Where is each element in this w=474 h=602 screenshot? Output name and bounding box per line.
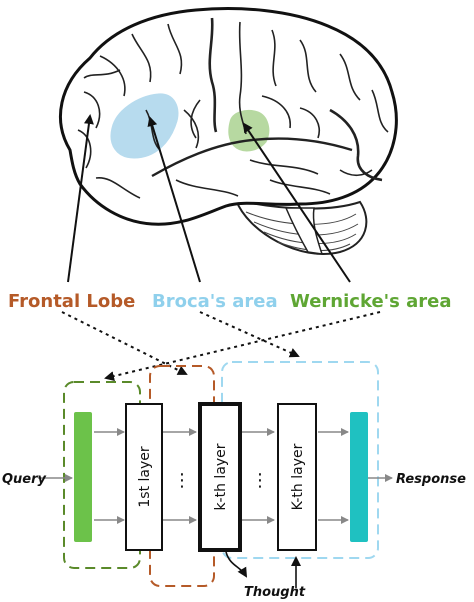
layer-kth: k-th layer — [198, 402, 242, 552]
wernicke-to-input-mapping — [104, 311, 381, 381]
wernicke-pointer — [242, 122, 351, 283]
broca-label: Broca's area — [152, 291, 278, 312]
frontal-lobe-label: Frontal Lobe — [8, 291, 135, 312]
thought-out-arrow — [225, 551, 248, 578]
ellipsis-left: ⋮ — [173, 470, 191, 491]
ellipsis-right: ⋮ — [251, 470, 269, 491]
layer-1st-box — [125, 403, 163, 551]
layer-1st: 1st layer — [125, 403, 163, 551]
cerebrum-outline — [58, 7, 398, 226]
frontal-lobe-pointer — [67, 114, 94, 283]
thought-label: Thought — [244, 585, 306, 600]
layer-Kth: K-th layer — [277, 403, 317, 551]
brain-sulci — [77, 17, 389, 199]
query-label: Query — [2, 472, 47, 487]
broca-to-output-mapping — [199, 311, 300, 358]
wernicke-label: Wernicke's area — [290, 291, 452, 312]
layer-kth-box — [198, 402, 242, 552]
broca-area-highlight — [110, 93, 179, 159]
brain-stem — [284, 207, 324, 255]
mapping-arrows — [61, 311, 381, 381]
broca-pointer — [147, 116, 201, 283]
brain-illustration — [58, 7, 398, 255]
frontal-to-kth-mapping — [61, 311, 188, 375]
response-label: Response — [396, 472, 466, 487]
wernicke-module-box — [63, 381, 141, 569]
region-pointers — [67, 114, 351, 283]
layer-1st-label: 1st layer — [137, 446, 153, 508]
layer-Kth-label: K-th layer — [290, 443, 306, 510]
input-embedding-bar — [74, 412, 92, 542]
layer-connections — [38, 428, 393, 524]
layer-Kth-box — [277, 403, 317, 551]
thought-arrows — [225, 551, 301, 588]
output-head-bar — [350, 412, 368, 542]
layer-kth-label: k-th layer — [213, 443, 229, 510]
